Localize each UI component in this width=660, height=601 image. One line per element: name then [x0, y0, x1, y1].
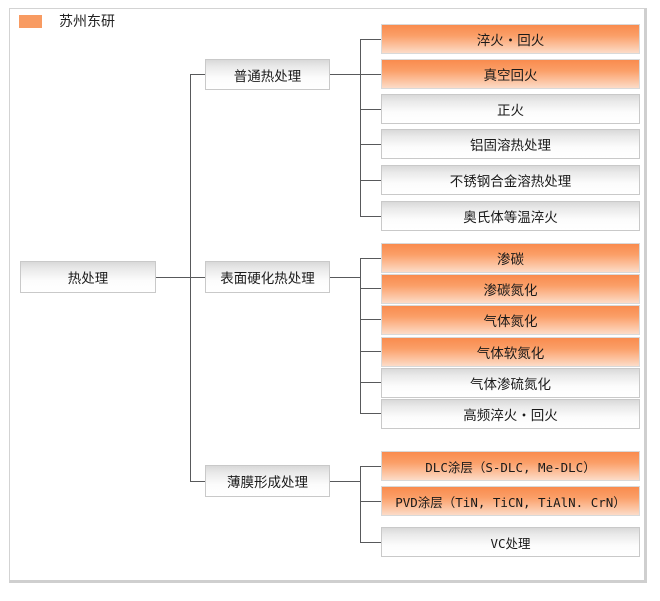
- connector-branch-2-leaf-3: [360, 319, 381, 320]
- node-branch-1[interactable]: 普通热处理: [205, 59, 330, 90]
- connector-branch-2-leaf-5: [360, 382, 381, 383]
- node-leaf-1-5[interactable]: 不锈钢合金溶热处理: [381, 165, 640, 195]
- node-branch-3[interactable]: 薄膜形成处理: [205, 465, 330, 497]
- node-leaf-1-3[interactable]: 正火: [381, 94, 640, 124]
- connector-branch-1-spine: [360, 39, 361, 217]
- node-leaf-1-2[interactable]: 真空回火: [381, 59, 640, 89]
- connector-root-to-branch-2: [190, 277, 205, 278]
- connector-branch-2-leaf-6: [360, 413, 381, 414]
- node-leaf-1-6[interactable]: 奥氏体等温淬火: [381, 201, 640, 231]
- connector-branch-1-leaf-6: [360, 216, 381, 217]
- legend: 苏州东研: [19, 10, 115, 32]
- connector-branch-1-stem: [330, 74, 361, 75]
- node-leaf-1-1-label: 淬火・回火: [476, 33, 545, 48]
- connector-branch-3-leaf-2: [360, 501, 381, 502]
- connector-branch-2-leaf-2: [360, 288, 381, 289]
- node-leaf-2-5[interactable]: 气体渗硫氮化: [381, 368, 640, 398]
- node-leaf-1-1[interactable]: 淬火・回火: [381, 24, 640, 54]
- connector-branch-2-leaf-1: [360, 258, 381, 259]
- node-leaf-2-1-label: 渗碳: [497, 252, 524, 267]
- node-branch-2[interactable]: 表面硬化热处理: [205, 261, 330, 293]
- node-branch-3-label: 薄膜形成处理: [227, 475, 308, 490]
- node-leaf-3-1-label: DLC涂层（S-DLC, Me-DLC）: [425, 459, 596, 475]
- connector-branch-1-leaf-4: [360, 144, 381, 145]
- node-leaf-3-2-label: PVD涂层（TiN, TiCN, TiAlN. CrN）: [395, 494, 626, 510]
- node-leaf-2-5-label: 气体渗硫氮化: [470, 377, 551, 392]
- node-root-label: 热处理: [67, 271, 109, 286]
- node-branch-2-label: 表面硬化热处理: [220, 271, 315, 286]
- node-root[interactable]: 热处理: [20, 261, 156, 293]
- legend-color-swatch: [19, 14, 42, 28]
- node-leaf-2-4[interactable]: 气体软氮化: [381, 337, 640, 367]
- connector-branch-1-leaf-1: [360, 39, 381, 40]
- connector-branch-1-leaf-3: [360, 109, 381, 110]
- connector-branch-2-spine: [360, 258, 361, 413]
- connector-branch-1-leaf-5: [360, 180, 381, 181]
- node-leaf-2-3-label: 气体氮化: [483, 314, 538, 329]
- node-leaf-2-1[interactable]: 渗碳: [381, 243, 640, 273]
- node-leaf-3-1[interactable]: DLC涂层（S-DLC, Me-DLC）: [381, 451, 640, 481]
- node-leaf-1-4-label: 铝固溶热处理: [470, 138, 551, 153]
- node-leaf-2-6-label: 高频淬火・回火: [463, 408, 558, 423]
- node-leaf-3-3[interactable]: VC处理: [381, 527, 640, 557]
- node-branch-1-label: 普通热处理: [233, 68, 302, 84]
- node-leaf-1-6-label: 奥氏体等温淬火: [463, 210, 558, 225]
- node-leaf-2-6[interactable]: 高频淬火・回火: [381, 399, 640, 429]
- connector-branch-3-stem: [330, 481, 361, 482]
- node-leaf-2-4-label: 气体软氮化: [476, 346, 545, 361]
- node-leaf-1-2-label: 真空回火: [483, 68, 538, 83]
- node-leaf-2-3[interactable]: 气体氮化: [381, 305, 640, 335]
- connector-branch-2-stem: [330, 277, 361, 278]
- node-leaf-1-5-label: 不锈钢合金溶热处理: [449, 174, 572, 189]
- legend-label: 苏州东研: [59, 13, 115, 29]
- node-leaf-3-2[interactable]: PVD涂层（TiN, TiCN, TiAlN. CrN）: [381, 486, 640, 516]
- connector-root-to-branch-1: [190, 74, 205, 75]
- connector-branch-3-spine: [360, 466, 361, 542]
- connector-root-to-branch-3: [190, 481, 205, 482]
- node-leaf-1-3-label: 正火: [497, 103, 524, 118]
- connector-branch-3-leaf-1: [360, 466, 381, 467]
- connector-root-stem: [156, 277, 190, 278]
- connector-branch-3-leaf-3: [360, 542, 381, 543]
- node-leaf-3-3-label: VC处理: [490, 535, 531, 551]
- node-leaf-2-2-label: 渗碳氮化: [483, 283, 538, 298]
- node-leaf-2-2[interactable]: 渗碳氮化: [381, 274, 640, 304]
- connector-branch-1-leaf-2: [360, 74, 381, 75]
- connector-branch-2-leaf-4: [360, 351, 381, 352]
- node-leaf-1-4[interactable]: 铝固溶热处理: [381, 129, 640, 159]
